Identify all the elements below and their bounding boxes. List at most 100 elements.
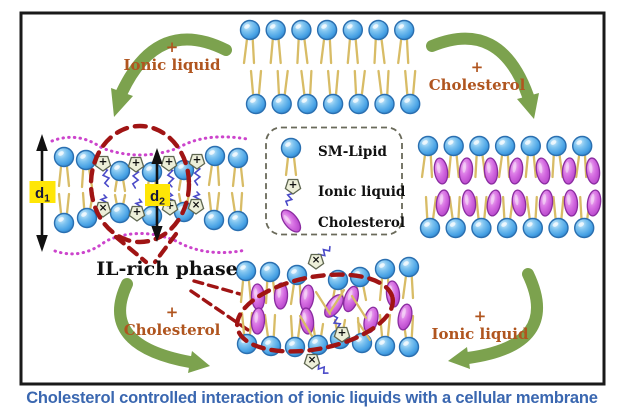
svg-text:×: × <box>312 254 321 266</box>
sm-lipid <box>574 195 595 239</box>
sm-lipid <box>522 195 543 239</box>
cholesterol-molecule <box>486 189 502 217</box>
sm-lipid <box>445 195 466 239</box>
sm-lipid <box>227 147 249 188</box>
legend: + SM-Lipid Ionic liquid Cholesterol <box>265 126 406 236</box>
ionic-liquid-molecule: + <box>284 179 302 206</box>
ionic-liquid-molecule: + <box>160 156 178 188</box>
legend-label-cholesterol: Cholesterol <box>318 215 405 231</box>
green-arrow-top-left <box>111 33 232 117</box>
plus-sign-bottom-right: + <box>474 307 487 325</box>
cholesterol-molecule <box>511 189 527 217</box>
d1-label-highlight <box>29 181 56 203</box>
ionic-liquid-molecule: + <box>128 198 146 222</box>
sm-lipid <box>374 313 396 357</box>
ionic-liquid-molecule: + <box>332 315 351 343</box>
sm-lipid <box>400 69 421 115</box>
cholesterol-molecule <box>461 189 477 217</box>
il-cholesterol-membrane: × + × <box>189 245 420 375</box>
sm-lipid <box>265 19 286 65</box>
cholesterol-molecule <box>250 307 266 335</box>
ionic-liquid-molecule: + <box>127 157 145 189</box>
cholesterol-molecule <box>397 303 413 331</box>
svg-text:×: × <box>192 199 201 211</box>
ionic-liquid-molecule: × <box>187 191 205 215</box>
sm-lipid <box>417 135 439 179</box>
cholesterol-molecule <box>342 285 360 313</box>
arrow-label-ionic-liquid-top: Ionic liquid <box>124 56 221 74</box>
sm-lipid <box>348 69 369 115</box>
cholesterol-molecule <box>433 157 449 185</box>
svg-text:+: + <box>132 157 141 169</box>
sm-lipid <box>227 191 249 232</box>
cholesterol-molecule <box>535 157 551 185</box>
sm-lipid <box>419 195 441 239</box>
sm-lipid <box>316 19 338 65</box>
cholesterol-molecule <box>538 189 554 217</box>
green-arrow-top-right <box>426 32 539 119</box>
il-rich-phase-label: IL-rich phase <box>96 258 238 280</box>
sm-lipid <box>109 193 131 224</box>
legend-box <box>265 126 403 236</box>
cholesterol-molecule <box>435 189 451 217</box>
svg-text:+: + <box>193 154 202 166</box>
sm-lipid <box>374 69 395 115</box>
cholesterol-molecule <box>483 157 499 185</box>
green-arrow-bottom-right <box>448 268 543 369</box>
svg-text:+: + <box>133 206 142 218</box>
figure-caption: Cholesterol controlled interaction of io… <box>26 389 598 407</box>
sm-lipid <box>342 19 363 65</box>
sm-lipid <box>572 135 593 179</box>
sm-lipid <box>235 260 257 304</box>
sm-lipid <box>245 69 267 115</box>
plus-sign-top-left: + <box>166 38 179 56</box>
cholesterol-icon <box>280 209 302 233</box>
il-rich-phase-outline <box>88 123 192 265</box>
sm-lipid <box>204 145 226 187</box>
sm-lipid <box>280 137 302 177</box>
sm-lipid <box>297 69 318 115</box>
sm-lipid <box>398 256 420 300</box>
plain-bilayer-membrane <box>239 19 421 115</box>
sm-lipid <box>471 195 492 239</box>
d2-label: d2 <box>150 188 165 208</box>
plus-sign-bottom-left: + <box>166 303 179 321</box>
cholesterol-molecule <box>585 157 601 185</box>
svg-text:+: + <box>289 179 298 191</box>
arrow-label-cholesterol-bottom: Cholesterol <box>124 321 221 339</box>
svg-text:×: × <box>99 202 108 214</box>
ionic-liquid-molecule: × <box>303 354 329 375</box>
svg-text:+: + <box>165 156 174 168</box>
legend-label-sm-lipid: SM-Lipid <box>318 144 387 160</box>
ionic-liquid-molecule: × <box>307 245 331 270</box>
cholesterol-molecule <box>586 189 602 217</box>
sm-lipid <box>260 313 282 357</box>
sm-lipid <box>53 192 75 234</box>
svg-text:×: × <box>308 354 317 366</box>
figure-border <box>19 11 606 386</box>
cholesterol-molecule <box>508 157 524 185</box>
sm-lipid <box>469 135 490 179</box>
sm-lipid <box>75 149 97 189</box>
ionic-liquid-icon: + <box>284 179 302 206</box>
legend-label-ionic-liquid: Ionic liquid <box>318 184 406 200</box>
arrow-label-cholesterol-top: Cholesterol <box>429 76 526 94</box>
ionic-liquid-molecule: + <box>94 156 112 188</box>
cholesterol-molecule <box>563 189 579 217</box>
svg-text:+: + <box>99 156 108 168</box>
sm-lipid <box>109 160 131 193</box>
sm-lipid <box>53 146 75 188</box>
sm-lipid <box>494 135 516 179</box>
sm-lipid <box>239 19 261 65</box>
cholesterol-molecule <box>561 157 577 185</box>
arrow-label-ionic-liquid-bottom: Ionic liquid <box>432 325 529 343</box>
sm-lipid <box>368 19 389 65</box>
green-arrow-bottom-left <box>114 278 210 373</box>
cholesterol-molecule <box>299 307 315 335</box>
sm-lipid <box>496 195 518 239</box>
sm-lipid <box>203 191 225 231</box>
svg-text:+: + <box>338 327 347 339</box>
sm-lipid-icon <box>280 137 302 177</box>
